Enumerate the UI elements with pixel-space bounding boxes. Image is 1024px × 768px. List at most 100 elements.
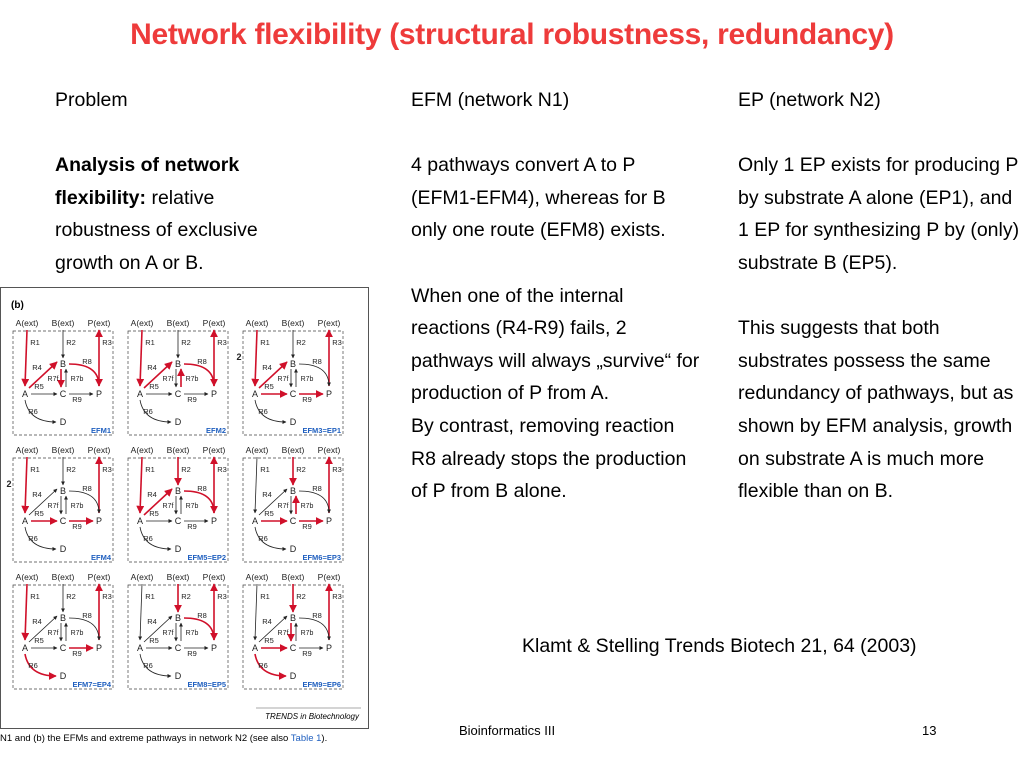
page-number: 13 bbox=[922, 723, 937, 738]
reaction-label: R3 bbox=[217, 592, 227, 601]
node-c: C bbox=[290, 643, 297, 653]
node-a-ext: A(ext) bbox=[16, 572, 39, 582]
node-p-ext: P(ext) bbox=[203, 445, 226, 455]
reaction-label: R1 bbox=[145, 592, 155, 601]
reaction-label: R6 bbox=[143, 534, 153, 543]
problem-bold: Analysis of network flexibility: bbox=[55, 154, 240, 209]
reaction-label: R8 bbox=[312, 484, 322, 493]
node-p-ext: P(ext) bbox=[318, 445, 341, 455]
node-a: A bbox=[22, 643, 28, 653]
node-b: B bbox=[175, 359, 181, 369]
problem-rest: relative robustness of exclusive growth … bbox=[55, 186, 258, 274]
node-a-ext: A(ext) bbox=[246, 318, 269, 328]
reaction-label: R9 bbox=[187, 522, 197, 531]
node-a: A bbox=[22, 389, 28, 399]
reaction-label: R9 bbox=[187, 649, 197, 658]
node-p-ext: P(ext) bbox=[88, 572, 111, 582]
reaction-label: R9 bbox=[187, 395, 197, 404]
node-p: P bbox=[96, 516, 102, 526]
reaction-label: R1 bbox=[260, 465, 270, 474]
reaction-label: R4 bbox=[147, 617, 157, 626]
node-d: D bbox=[175, 417, 182, 427]
ep-column: EP (network N2) Only 1 EP exists for pro… bbox=[738, 84, 1023, 508]
node-d: D bbox=[60, 671, 67, 681]
reaction-label: R7f bbox=[163, 630, 174, 637]
node-c: C bbox=[60, 643, 67, 653]
reaction-label: R6 bbox=[258, 661, 268, 670]
reaction-label: R9 bbox=[72, 649, 82, 658]
reaction-label: R3 bbox=[102, 465, 112, 474]
reaction-label: R4 bbox=[32, 363, 42, 372]
reaction-label: R5 bbox=[149, 509, 159, 518]
node-a-ext: A(ext) bbox=[246, 445, 269, 455]
reaction-label: R5 bbox=[264, 636, 274, 645]
node-p: P bbox=[326, 389, 332, 399]
reaction-label: R6 bbox=[28, 661, 38, 670]
efm-column: EFM (network N1) 4 pathways convert A to… bbox=[411, 84, 701, 508]
reaction-label: R5 bbox=[149, 636, 159, 645]
reaction-label: R4 bbox=[32, 490, 42, 499]
reaction-label: R6 bbox=[28, 534, 38, 543]
node-p: P bbox=[326, 643, 332, 653]
panel-name: EFM1 bbox=[91, 426, 111, 435]
reaction-label: R7b bbox=[71, 503, 84, 510]
reaction-label: R6 bbox=[143, 661, 153, 670]
reaction-label: R3 bbox=[217, 465, 227, 474]
node-a: A bbox=[252, 516, 258, 526]
node-a: A bbox=[252, 643, 258, 653]
node-b: B bbox=[290, 486, 296, 496]
reaction-label: R8 bbox=[312, 357, 322, 366]
reaction-label: R5 bbox=[34, 382, 44, 391]
node-b-ext: B(ext) bbox=[282, 572, 305, 582]
node-c: C bbox=[60, 389, 67, 399]
reaction-label: R1 bbox=[260, 338, 270, 347]
node-b: B bbox=[175, 486, 181, 496]
node-p-ext: P(ext) bbox=[88, 445, 111, 455]
reaction-label: R1 bbox=[145, 338, 155, 347]
reaction-label: R2 bbox=[181, 338, 191, 347]
reaction-label: R5 bbox=[149, 382, 159, 391]
node-p: P bbox=[211, 643, 217, 653]
reaction-label: R2 bbox=[296, 338, 306, 347]
node-p-ext: P(ext) bbox=[88, 318, 111, 328]
reaction-label: R9 bbox=[302, 649, 312, 658]
reaction-label: R6 bbox=[28, 407, 38, 416]
reaction-label: R3 bbox=[332, 592, 342, 601]
reaction-label: R2 bbox=[66, 465, 76, 474]
caption-table-link[interactable]: Table 1 bbox=[290, 733, 322, 744]
reaction-label: R7b bbox=[301, 503, 314, 510]
node-b-ext: B(ext) bbox=[52, 318, 75, 328]
node-a-ext: A(ext) bbox=[131, 445, 154, 455]
reaction-label: R7b bbox=[186, 503, 199, 510]
node-b-ext: B(ext) bbox=[167, 572, 190, 582]
reaction-label: R6 bbox=[143, 407, 153, 416]
node-b: B bbox=[290, 613, 296, 623]
panel-name: EFM3=EP1 bbox=[302, 426, 341, 435]
reaction-label: R8 bbox=[82, 484, 92, 493]
node-b: B bbox=[60, 613, 66, 623]
reaction-label: R4 bbox=[262, 617, 272, 626]
node-c: C bbox=[290, 389, 297, 399]
reaction-label: R9 bbox=[302, 395, 312, 404]
node-b-ext: B(ext) bbox=[167, 318, 190, 328]
reaction-label: R3 bbox=[332, 338, 342, 347]
node-a: A bbox=[137, 643, 143, 653]
reaction-label: R2 bbox=[66, 338, 76, 347]
reaction-label: R9 bbox=[72, 522, 82, 531]
caption-text: N1 and (b) the EFMs and extreme pathways… bbox=[0, 733, 291, 744]
reaction-label: R4 bbox=[32, 617, 42, 626]
panel-name: EFM9=EP6 bbox=[302, 680, 341, 689]
caption-end: ). bbox=[321, 733, 328, 744]
node-d: D bbox=[60, 417, 67, 427]
reaction-label: R7f bbox=[163, 503, 174, 510]
slide-title: Network flexibility (structural robustne… bbox=[130, 18, 894, 51]
efm-paragraph-1: 4 pathways convert A to P (EFM1-EFM4), w… bbox=[411, 154, 666, 242]
node-d: D bbox=[60, 544, 67, 554]
reaction-label: R1 bbox=[260, 592, 270, 601]
node-p-ext: P(ext) bbox=[318, 318, 341, 328]
reaction-label: R6 bbox=[258, 534, 268, 543]
